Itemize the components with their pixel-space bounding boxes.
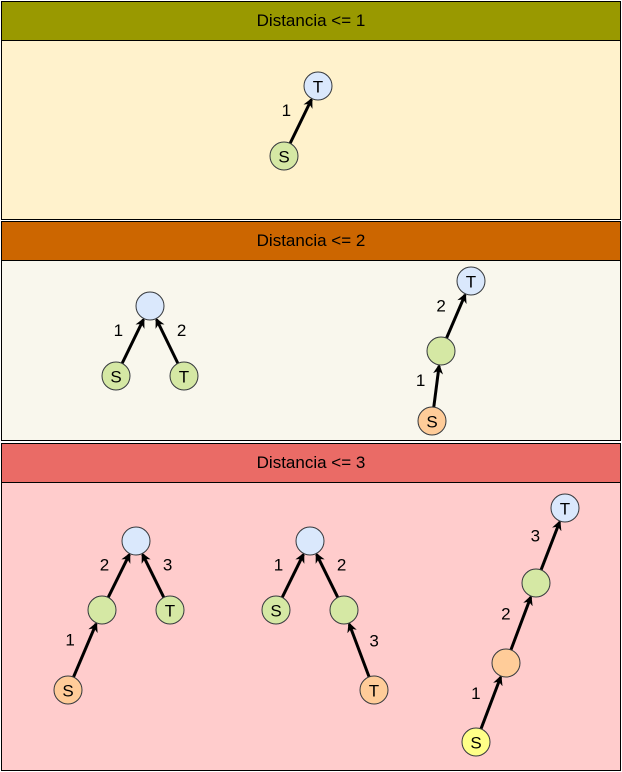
- node-circle: [329, 595, 359, 625]
- edge-weight-label: 3: [163, 555, 172, 574]
- edge-arrow: [347, 622, 371, 678]
- graph-node: [121, 526, 151, 556]
- edge-arrow: [280, 552, 305, 599]
- node-label: S: [110, 368, 121, 387]
- node-circle: [269, 141, 299, 171]
- edge-weight-label: 2: [337, 555, 346, 574]
- node-circle: [456, 266, 486, 296]
- node-label: T: [313, 78, 323, 97]
- edge-weight-label: 1: [65, 631, 74, 650]
- graph-node: [521, 568, 551, 598]
- edge-arrow: [315, 552, 340, 599]
- edge-arrow: [445, 292, 467, 339]
- edge-weight-label: 1: [114, 321, 123, 340]
- edge-arrow: [155, 317, 180, 365]
- node-label: S: [426, 413, 437, 432]
- graph-node: S: [53, 675, 83, 705]
- edge-weight-label: 1: [282, 101, 291, 120]
- node-circle: [521, 568, 551, 598]
- graph-node: [491, 648, 521, 678]
- section-title: Distancia <= 1: [256, 11, 366, 30]
- edge-weight-label: 1: [416, 371, 425, 390]
- edge-arrow: [432, 363, 444, 408]
- node-circle: [155, 595, 185, 625]
- node-circle: [169, 361, 199, 391]
- node-circle: [426, 336, 456, 366]
- edge-arrow: [106, 552, 131, 599]
- edge-arrow: [141, 552, 166, 599]
- edge-weight-label: 2: [100, 555, 109, 574]
- node-circle: [550, 493, 580, 523]
- node-label: T: [369, 682, 379, 701]
- edge-weight-label: 2: [177, 321, 186, 340]
- edge-arrow: [479, 675, 503, 730]
- node-circle: [261, 595, 291, 625]
- node-label: S: [278, 148, 289, 167]
- section-title: Distancia <= 3: [256, 453, 366, 472]
- edge-arrow: [539, 520, 562, 571]
- node-label: S: [270, 602, 281, 621]
- graph-node: [426, 336, 456, 366]
- edge-weight-label: 1: [274, 555, 283, 574]
- graph-node: [329, 595, 359, 625]
- node-label: T: [165, 602, 175, 621]
- graph-node: T: [169, 361, 199, 391]
- edge-weight-label: 1: [471, 684, 480, 703]
- graph-node: [135, 291, 165, 321]
- node-circle: [87, 595, 117, 625]
- node-circle: [359, 675, 389, 705]
- edge-weight-label: 2: [501, 604, 510, 623]
- graph-node: S: [261, 595, 291, 625]
- node-label: T: [466, 273, 476, 292]
- node-circle: [121, 526, 151, 556]
- graph-node: T: [155, 595, 185, 625]
- node-circle: [295, 526, 325, 556]
- edge-weight-label: 2: [436, 297, 445, 316]
- node-circle: [461, 727, 491, 757]
- section-distance-2: Distancia <= 2: [1, 221, 621, 441]
- graph-node: [87, 595, 117, 625]
- section-title: Distancia <= 2: [256, 231, 366, 250]
- node-label: T: [179, 368, 189, 387]
- graph-node: S: [461, 727, 491, 757]
- node-circle: [491, 648, 521, 678]
- graph-node: [295, 526, 325, 556]
- section-header: Distancia <= 2: [1, 221, 621, 261]
- node-label: T: [560, 500, 570, 519]
- node-circle: [417, 406, 447, 436]
- graph-node: S: [101, 361, 131, 391]
- graph-node: T: [359, 675, 389, 705]
- node-label: S: [470, 734, 481, 753]
- edge-arrow: [72, 621, 98, 678]
- graph-node: S: [417, 406, 447, 436]
- node-circle: [135, 291, 165, 321]
- graph-node: T: [550, 493, 580, 523]
- edge-arrow: [509, 595, 533, 651]
- node-label: S: [62, 682, 73, 701]
- graph-node: S: [269, 141, 299, 171]
- edge-weight-label: 3: [369, 631, 378, 650]
- edge-arrow: [120, 317, 145, 365]
- graph-node: T: [303, 71, 333, 101]
- node-circle: [101, 361, 131, 391]
- section-body: [1, 41, 621, 220]
- node-circle: [303, 71, 333, 101]
- section-body: [1, 261, 621, 441]
- section-header: Distancia <= 1: [1, 1, 621, 41]
- edge-arrow: [288, 97, 313, 145]
- graph-node: T: [456, 266, 486, 296]
- edge-weight-label: 3: [531, 527, 540, 546]
- section-distance-1: Distancia <= 1: [1, 1, 621, 220]
- node-circle: [53, 675, 83, 705]
- section-header: Distancia <= 3: [1, 443, 621, 483]
